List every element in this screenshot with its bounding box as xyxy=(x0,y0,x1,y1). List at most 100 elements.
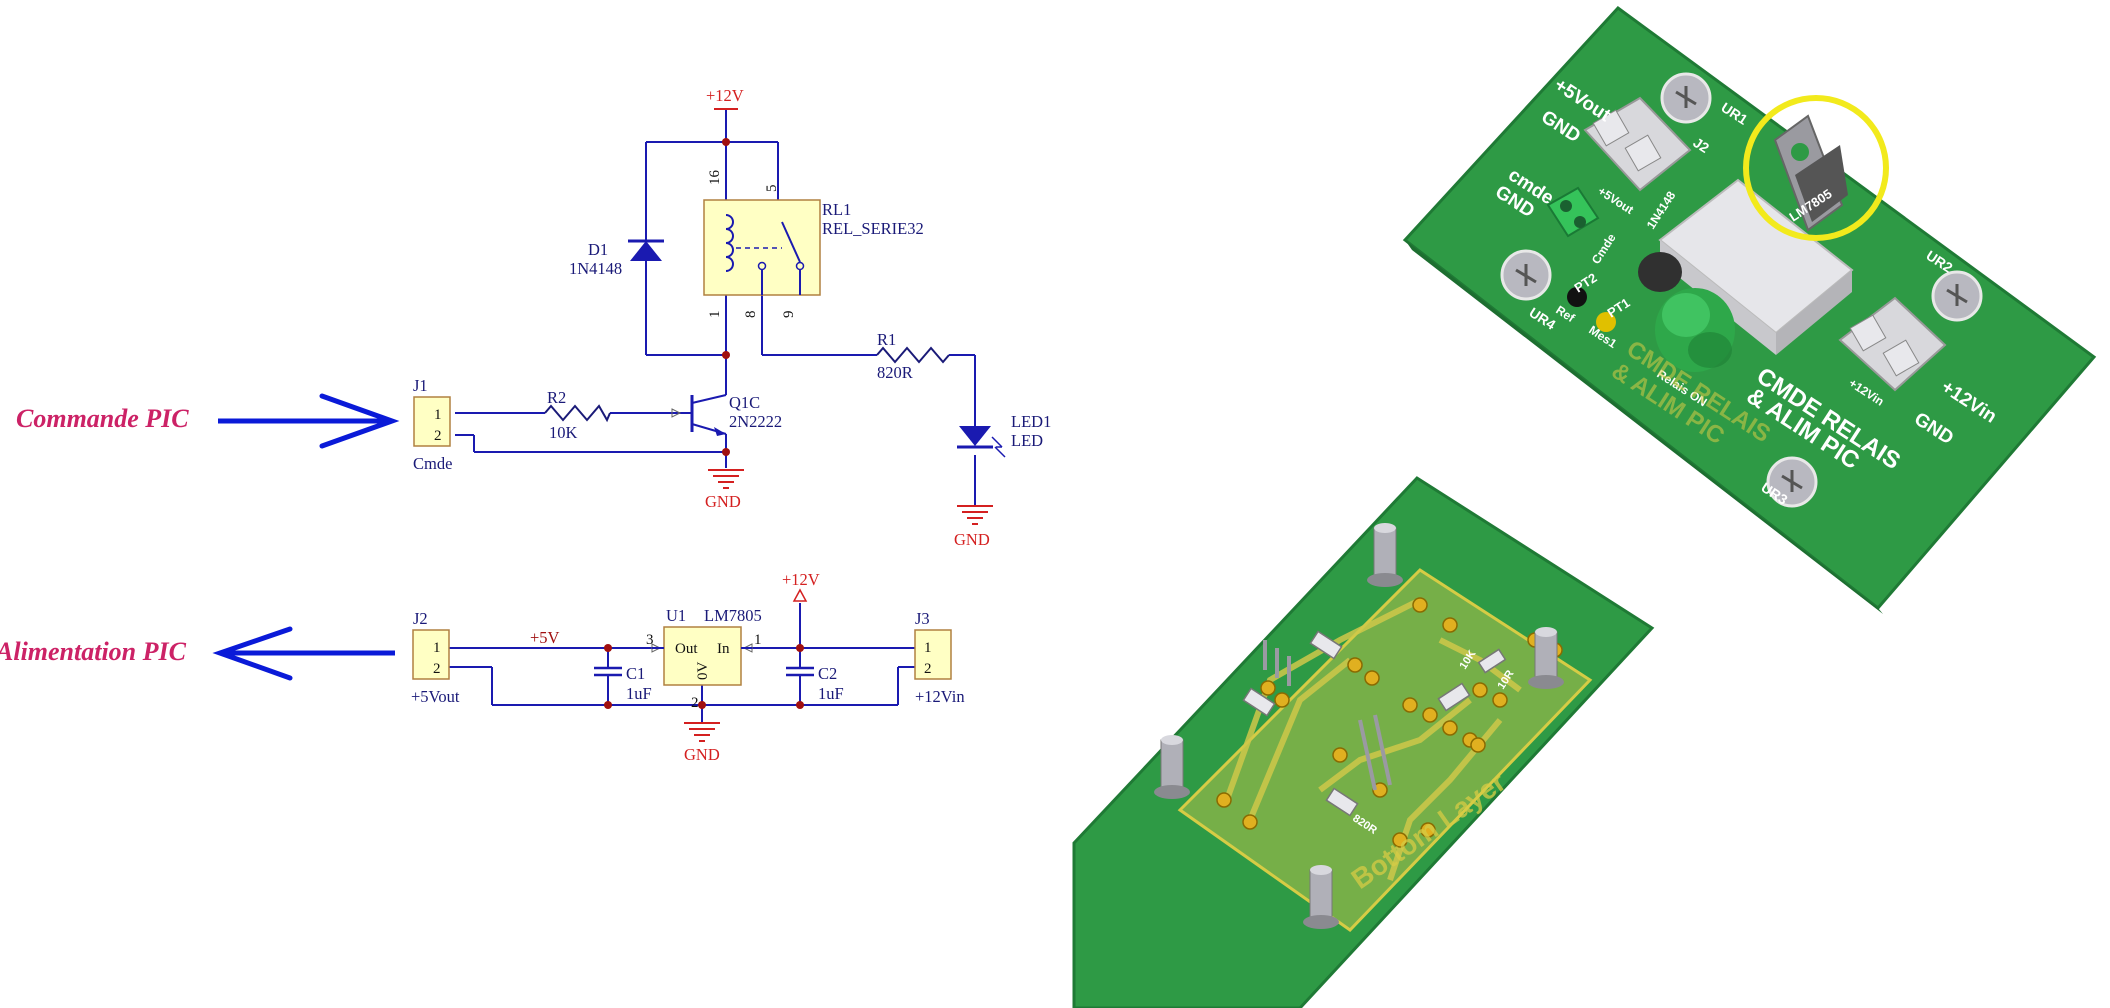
screw-icon xyxy=(1675,86,1697,108)
connector-j1: J1 1 2 Cmde xyxy=(413,376,452,473)
regulator-value: LM7805 xyxy=(704,606,762,625)
led-component xyxy=(1655,288,1735,372)
relay-pin-9: 9 xyxy=(781,311,797,319)
screw-icon xyxy=(1515,264,1537,286)
gnd-led: GND xyxy=(954,505,993,549)
connector-j3-ref: J3 xyxy=(915,609,930,628)
smd-parts xyxy=(1242,630,1507,817)
diode-ref: D1 xyxy=(588,240,608,259)
resistor-r2-value: 10K xyxy=(549,423,578,442)
transistor-q1c: Q1C 2N2222 xyxy=(671,393,782,436)
regulator-ref: U1 xyxy=(666,606,686,625)
led-ref: LED1 xyxy=(1011,412,1051,431)
highlight-ring xyxy=(1743,95,1889,241)
power-schematic: J2 1 2 +5Vout +5V C1 1uF Out In 0V 3 1 2… xyxy=(411,570,965,764)
connector-j2-pin2: 2 xyxy=(433,661,441,677)
silk-j2: J2 xyxy=(1690,134,1712,156)
relay-pin-16: 16 xyxy=(707,170,723,186)
relay-schematic: +12V 16 5 1 8 9 RL1 REL_SERIE32 D1 1N414… xyxy=(413,86,1051,549)
connector-j3-pin2: 2 xyxy=(924,661,932,677)
relay-pins-through xyxy=(1263,640,1392,791)
regulator-gnd-label: 0V xyxy=(695,662,711,681)
gnd-transistor: GND xyxy=(705,469,744,511)
resistor-r2: R2 10K xyxy=(544,388,611,442)
regulator-pin-out: 3 xyxy=(646,632,654,648)
regulator-lm7805 xyxy=(1773,114,1848,232)
relay-value: REL_SERIE32 xyxy=(822,219,924,238)
regulator-pin-in: 1 xyxy=(754,632,762,648)
capacitor-c1-value: 1uF xyxy=(626,684,652,703)
mounting-screw-ur2 xyxy=(1931,270,1983,322)
capacitor-c1: C1 1uF xyxy=(594,664,652,703)
capacitor-c1-ref: C1 xyxy=(626,664,645,683)
resistor-r1-value: 820R xyxy=(877,363,913,382)
standoff-3 xyxy=(1154,735,1190,799)
annotation-alimentation: Alimentation PIC xyxy=(0,626,395,681)
mounting-screw-ur1 xyxy=(1660,72,1712,124)
standoff-4 xyxy=(1303,865,1339,929)
power-wires xyxy=(449,603,921,722)
connector-j2: J2 1 2 +5Vout xyxy=(411,609,460,706)
resistor-r1: R1 820R xyxy=(876,330,950,382)
standoff-2 xyxy=(1528,627,1564,689)
power-junctions xyxy=(604,644,804,709)
gnd-led-label: GND xyxy=(954,530,990,549)
mounting-screw-ur4 xyxy=(1500,249,1552,301)
net-5v-label: +5V xyxy=(530,628,560,647)
diode-d1: D1 1N4148 xyxy=(569,239,664,278)
capacitor-c2-ref: C2 xyxy=(818,664,837,683)
transistor-ref: Q1C xyxy=(729,393,760,412)
relay-rl1: 16 5 1 8 9 RL1 REL_SERIE32 xyxy=(703,170,924,319)
supply-12v-power: +12V xyxy=(782,570,820,602)
supply-12v-top: +12V xyxy=(706,86,744,110)
transistor-component xyxy=(1638,252,1682,292)
led-led1: LED1 LED xyxy=(957,412,1051,458)
relay-junctions xyxy=(722,138,730,456)
arrow-right-icon xyxy=(319,393,400,449)
transistor-value: 2N2222 xyxy=(729,412,782,431)
relay-body xyxy=(1658,178,1854,355)
annotation-alimentation-label: Alimentation PIC xyxy=(0,637,187,666)
regulator-out-label: Out xyxy=(675,641,698,657)
capacitor-c2: C2 1uF xyxy=(786,664,844,703)
supply-12v-top-label: +12V xyxy=(706,86,744,105)
standoff-1 xyxy=(1367,523,1403,587)
regulator-in-label: In xyxy=(717,641,730,657)
connector-j2-pin1: 1 xyxy=(433,640,441,656)
capacitor-c2-value: 1uF xyxy=(818,684,844,703)
mounting-screw-ur3 xyxy=(1766,456,1818,508)
terminal-block-j3 xyxy=(1838,296,1947,392)
relay-ref: RL1 xyxy=(822,200,851,219)
connector-j1-pin1: 1 xyxy=(434,407,442,423)
connector-j3-pin1: 1 xyxy=(924,640,932,656)
gnd-transistor-label: GND xyxy=(705,492,741,511)
terminal-block-cmde xyxy=(1546,186,1600,238)
supply-12v-power-label: +12V xyxy=(782,570,820,589)
connector-j1-pin2: 2 xyxy=(434,428,442,444)
testpoints xyxy=(1567,287,1616,332)
relay-pin-5: 5 xyxy=(764,185,780,193)
led-value: LED xyxy=(1011,431,1043,450)
arrow-left-icon xyxy=(212,626,293,681)
connector-j2-value: +5Vout xyxy=(411,687,460,706)
relay-pin-1: 1 xyxy=(707,311,723,319)
regulator-pin-gnd: 2 xyxy=(691,695,699,711)
pcb-bottom-render: Bottom Layer 820R 10K 10R xyxy=(1072,476,1655,1008)
connector-j3: J3 1 2 +12Vin xyxy=(914,609,965,706)
annotation-commande-label: Commande PIC xyxy=(16,404,189,433)
connector-j1-ref: J1 xyxy=(413,376,428,395)
resistor-r1-ref: R1 xyxy=(877,330,896,349)
connector-j2-ref: J2 xyxy=(413,609,428,628)
screw-icon xyxy=(1781,470,1803,492)
terminal-block-j2 xyxy=(1583,96,1692,192)
diode-value: 1N4148 xyxy=(569,259,622,278)
regulator-u1: Out In 0V 3 1 2 U1 LM7805 xyxy=(646,606,762,711)
screw-icon xyxy=(1946,284,1968,306)
relay-wires xyxy=(455,110,976,505)
pcb-top-render: +5Vout GND cmde GND UR1 UR2 UR3 UR4 J2 L… xyxy=(1402,5,2097,614)
connector-j3-value: +12Vin xyxy=(915,687,965,706)
relay-pin-8: 8 xyxy=(743,311,759,319)
resistor-r2-ref: R2 xyxy=(547,388,566,407)
gnd-regulator-label: GND xyxy=(684,745,720,764)
